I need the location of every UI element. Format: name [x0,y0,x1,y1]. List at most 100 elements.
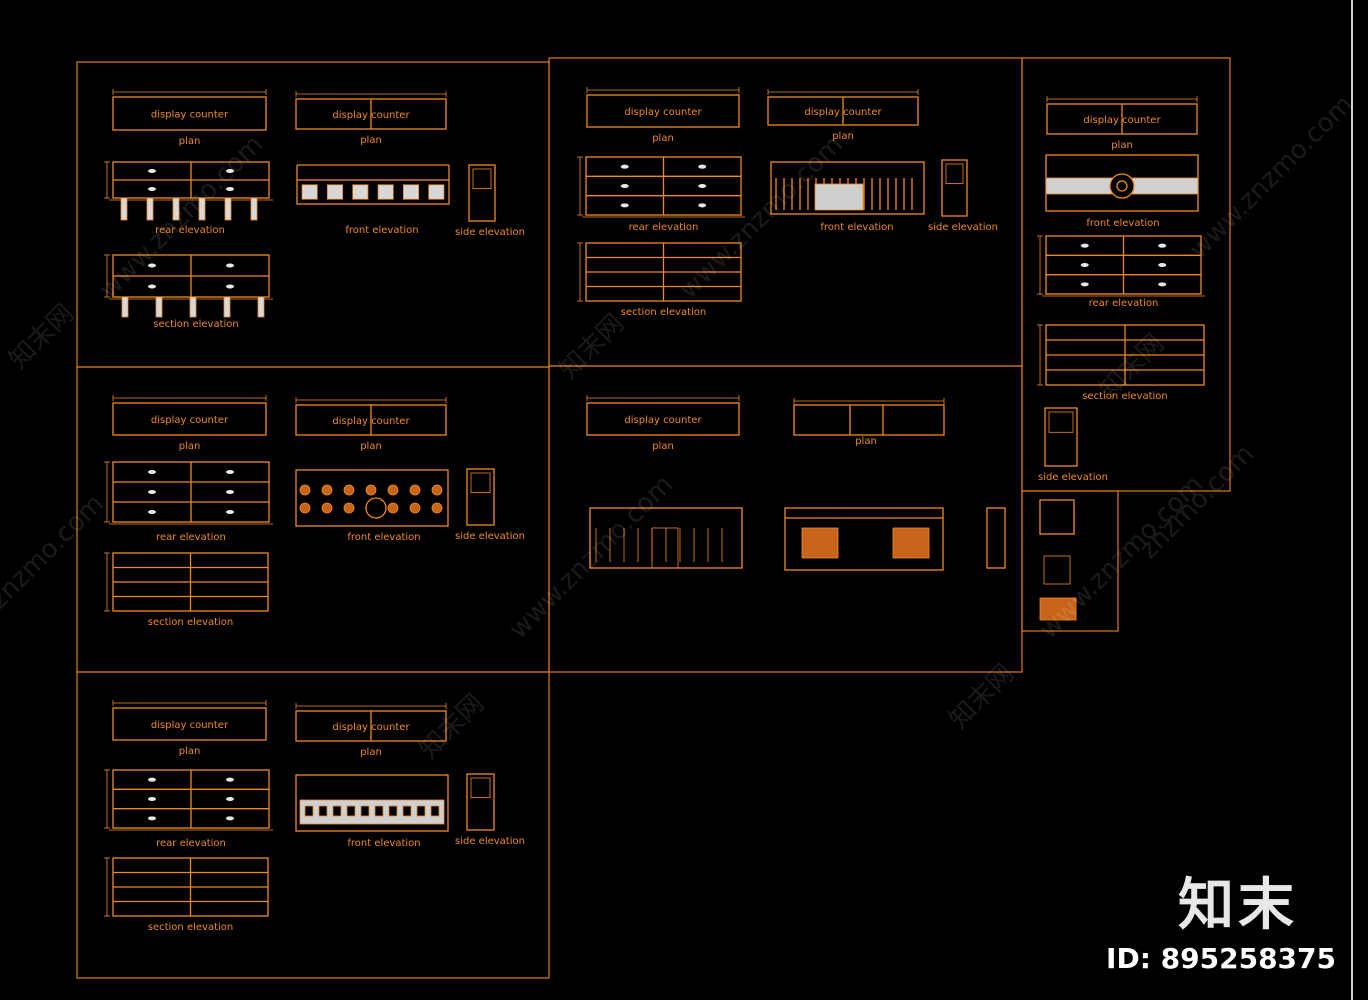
stone-pattern [343,484,355,496]
elevation-label: rear elevation [155,225,225,236]
plan-outline [793,404,945,436]
light-panel [301,184,318,200]
stone-pattern [321,502,333,514]
leg [120,197,128,221]
drawer-handle-icon [148,169,156,173]
drawer-handle-icon [148,510,156,514]
elevation-label: rear elevation [1089,298,1159,309]
plan-outline [112,96,267,131]
feature-circle [1109,173,1135,199]
leg [155,296,163,318]
drawer-handle-icon [1158,263,1167,267]
watermark-text: znzmo.com [0,489,110,615]
stone-pattern [299,502,311,514]
light-panel [428,184,445,200]
light-slot [402,805,412,817]
detail-tile [1039,597,1077,621]
light-slot [430,805,440,817]
elevation-label: rear elevation [156,532,226,543]
drawer-handle-icon [148,797,156,801]
drawer-handle-icon [698,164,707,169]
side-outline [1044,407,1078,467]
elevation-label: front elevation [347,838,420,849]
watermark-text: www.znzmo.com [94,130,269,305]
detail-stack [1043,555,1071,585]
viewport-edge [1351,0,1353,1000]
elevation-label: section elevation [621,307,706,318]
leg [172,197,180,221]
art-panel [801,527,839,559]
stone-pattern [365,484,377,496]
plan-title: display counter [151,415,229,426]
leg [250,197,258,221]
drawer-handle-icon [148,470,156,474]
drawer-handle-icon [148,263,156,268]
leg [146,197,154,221]
light-slot [304,805,314,817]
elevation-label: front elevation [820,222,893,233]
watermark-text: 知末网 [414,689,490,765]
feature-circle [365,497,387,519]
plan-title: display counter [151,720,229,731]
leg [189,296,197,318]
leg [224,197,232,221]
elevation-label: side elevation [455,227,525,238]
elevation-label: section elevation [148,617,233,628]
elevation-label: rear elevation [629,222,699,233]
stone-pattern [387,484,399,496]
plan-label: plan [360,135,382,146]
brand-logo: 知末 [1178,873,1298,938]
drawer-handle-icon [620,164,629,169]
light-panel [326,184,343,200]
sheet-frame-7 [76,671,550,979]
plan-label: plan [179,136,201,147]
plan-title: display counter [332,722,410,733]
front-outline [784,507,944,571]
drawer-handle-icon [226,263,234,268]
drawer-handle-icon [148,490,156,494]
feature-circle-inner [1116,180,1128,192]
elevation-label: section elevation [1082,391,1167,402]
plan-label: plan [179,746,201,757]
side-glass [945,163,964,185]
plan-outline [112,402,267,436]
drawer-handle-icon [226,816,234,821]
glow-panel [814,183,864,211]
plan-title: display counter [804,107,882,118]
plan-label: plan [1111,140,1133,151]
plan-title: display counter [1083,115,1161,126]
drawer-handle-icon [1080,263,1089,267]
door-panel [651,527,679,569]
stone-pattern [431,484,443,496]
sheet-frame-6 [1021,490,1119,632]
drawer-handle-icon [226,490,234,494]
side-outline [941,159,968,217]
light-slot [374,805,384,817]
plan-label: plan [179,441,201,452]
side-glass [472,168,492,190]
plan-outline [112,707,267,741]
drawer-handle-icon [148,284,156,289]
side-glass [1048,411,1074,433]
light-slot [360,805,370,817]
light-slot [346,805,356,817]
drawer-handle-icon [226,797,234,801]
leg [223,296,231,318]
front-outline [295,469,449,527]
image-id: ID: 895258375 [1106,942,1336,975]
plan-title: display counter [332,110,410,121]
plan-label: plan [855,436,877,447]
side-outline [466,468,495,526]
elevation-label: section elevation [153,319,238,330]
light-slot [416,805,426,817]
elevation-label: section elevation [148,922,233,933]
drawer-handle-icon [226,777,234,782]
plan-label: plan [652,133,674,144]
elevation-label: side elevation [455,531,525,542]
drawer-handle-icon [698,203,707,208]
plan-outline [586,94,740,128]
drawer-handle-icon [620,203,629,208]
detail-plan [1039,499,1075,535]
elevation-label: rear elevation [156,838,226,849]
art-panel [892,527,930,559]
